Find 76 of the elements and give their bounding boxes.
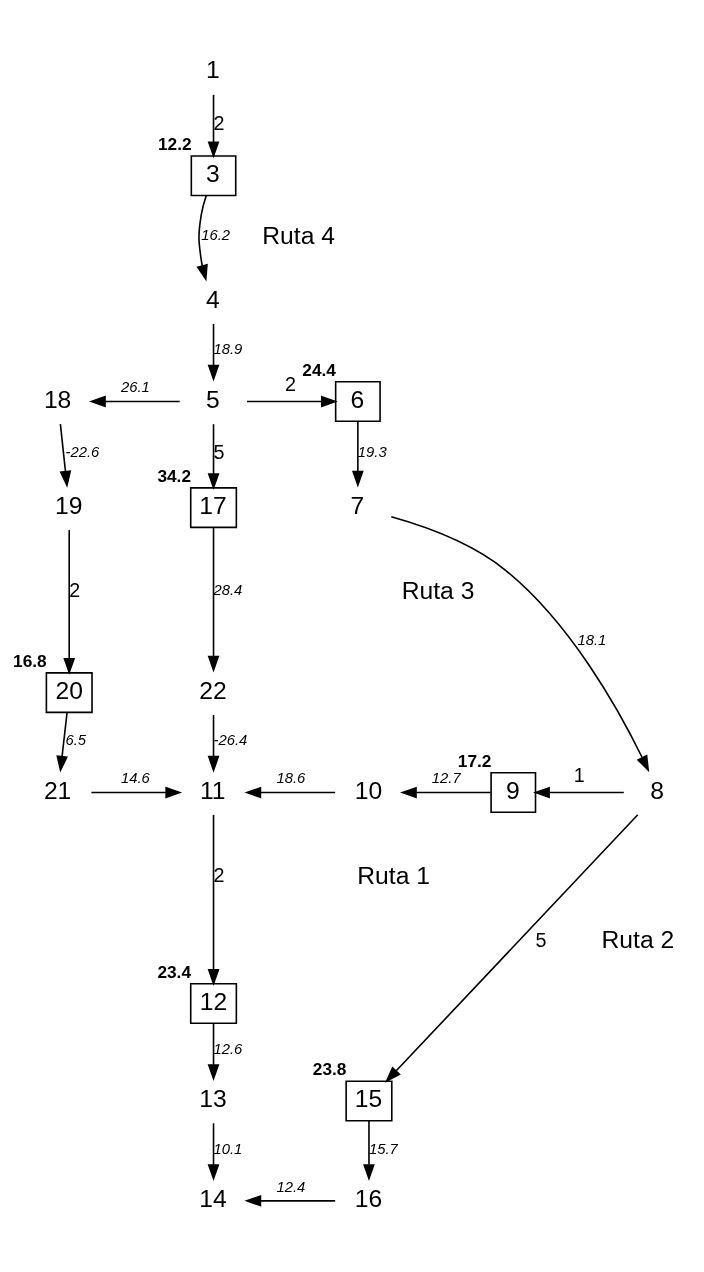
arrow — [196, 194, 208, 281]
node-text: 7 — [350, 491, 365, 519]
node-box: 15 — [345, 1079, 393, 1121]
node-text: 8 — [650, 776, 664, 804]
arrow — [207, 813, 220, 986]
edge-label: 18.9 — [213, 340, 243, 357]
edge-label: 2 — [213, 111, 225, 134]
node-label: 23.8 — [312, 1058, 347, 1079]
arrow — [246, 395, 338, 407]
node-text: 1 — [206, 55, 220, 83]
edge-label: 26.1 — [121, 378, 150, 395]
arrow — [207, 1122, 220, 1181]
edge-label: 2 — [69, 578, 81, 601]
arrow — [56, 711, 68, 773]
node-text: 16 — [354, 1184, 383, 1212]
arrow — [400, 786, 492, 798]
node-text: 13 — [199, 1084, 227, 1112]
edge-label: -26.4 — [213, 731, 248, 748]
edge-label: 2 — [285, 372, 297, 395]
node-text: 21 — [43, 776, 72, 804]
arrow — [244, 1194, 336, 1207]
node-box: 12 — [189, 982, 238, 1024]
edge-label: 14.6 — [121, 769, 150, 786]
edge-label: 2 — [213, 863, 225, 886]
node-label: 24.4 — [302, 359, 336, 380]
arrow — [207, 93, 220, 158]
arrow — [90, 786, 183, 798]
node-box: 3 — [190, 154, 237, 196]
label: Ruta 2 — [601, 925, 675, 953]
label: Ruta 4 — [262, 221, 335, 249]
node-label: 34.2 — [157, 465, 192, 486]
arrow — [207, 322, 220, 382]
arrow — [89, 395, 181, 407]
label: Ruta 3 — [401, 576, 475, 604]
arrow — [63, 528, 76, 675]
arrow — [385, 813, 639, 1083]
edge-label: 16.2 — [201, 226, 231, 243]
node-label: 17.2 — [457, 750, 492, 771]
arrow — [207, 713, 220, 773]
edge-label: 5 — [535, 928, 547, 950]
arrow — [363, 1119, 375, 1181]
node-box: 20 — [45, 671, 93, 713]
edge-label: 12.7 — [431, 769, 461, 786]
arrow — [207, 526, 220, 672]
node-box: 6 — [334, 380, 381, 422]
edge-label: 10.1 — [213, 1139, 243, 1156]
node-text: 18 — [43, 385, 72, 413]
node-label: 16.8 — [13, 650, 47, 671]
node-label: 12.2 — [158, 133, 192, 154]
arrow — [207, 422, 220, 490]
node-text: 22 — [199, 676, 227, 704]
node-text: 10 — [354, 776, 383, 804]
edge-label: 12.4 — [276, 1178, 306, 1195]
edge-label: 28.4 — [213, 581, 243, 598]
arrow — [352, 419, 364, 488]
edge-label: 5 — [213, 440, 225, 463]
arrow — [207, 1022, 220, 1081]
arrow — [533, 786, 625, 798]
node-text: 5 — [206, 385, 220, 413]
edge-label: 18.6 — [276, 769, 306, 786]
edge-label: 1 — [573, 763, 585, 786]
arrow — [244, 786, 336, 798]
arrow — [390, 515, 650, 772]
node-text: 14 — [199, 1184, 227, 1212]
node-label: 23.4 — [157, 961, 192, 982]
label: Ruta 1 — [357, 861, 430, 889]
node-box: 9 — [490, 771, 537, 813]
edge-label: -22.6 — [65, 443, 100, 460]
node-text: 19 — [55, 491, 83, 519]
edge-label: 12.6 — [213, 1040, 243, 1057]
node-text: 4 — [206, 285, 220, 313]
arrow — [59, 422, 72, 488]
edge-label: 18.1 — [577, 631, 607, 648]
edge-label: 6.5 — [65, 731, 87, 748]
node-text: 11 — [199, 776, 226, 804]
node-box: 17 — [189, 486, 238, 528]
